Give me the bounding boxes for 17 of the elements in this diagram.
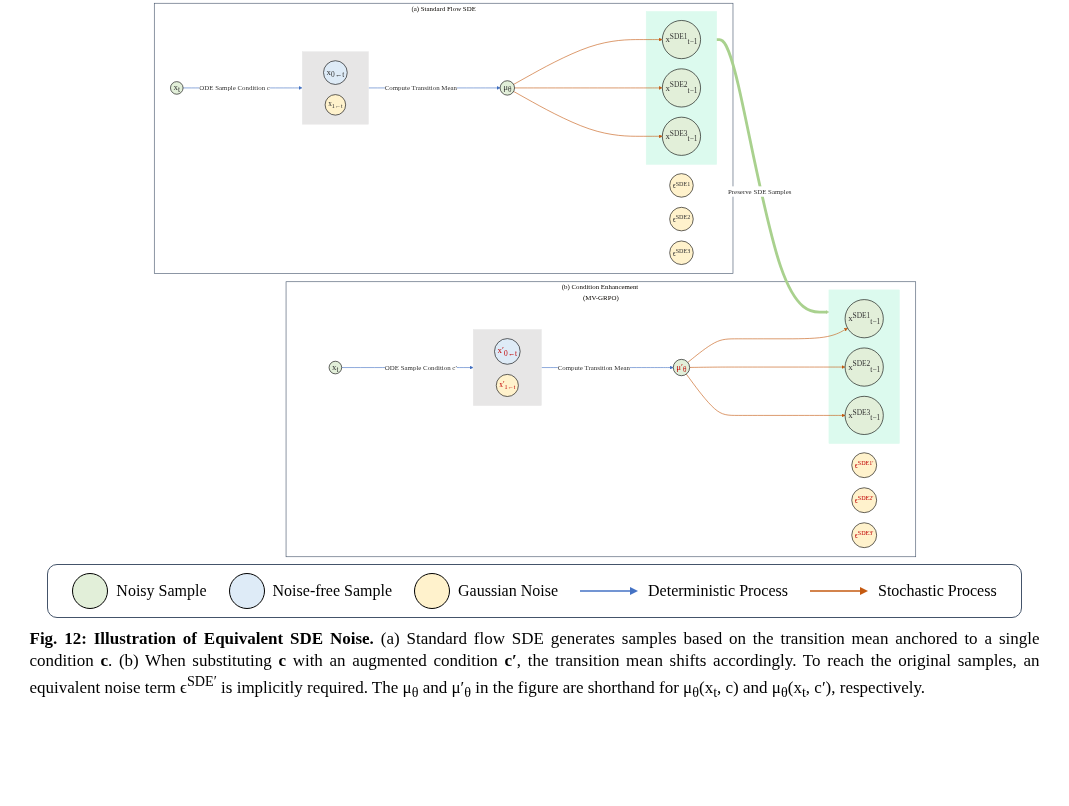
- node-circle: x′$_{0←t}$: [493, 338, 520, 365]
- cluster: [645, 11, 717, 165]
- legend-label: Noise-free Sample: [272, 582, 393, 600]
- legend-label: Noisy Sample: [116, 582, 207, 600]
- node-circle: μ$_{θ}$: [499, 80, 515, 96]
- legend-label: Gaussian Noise: [458, 582, 559, 600]
- node-circle: x$_{t}$: [169, 81, 183, 95]
- node-circle: μ′$_{θ}$: [672, 359, 690, 377]
- cluster: [828, 289, 900, 444]
- cluster: [472, 329, 542, 406]
- cluster: [301, 51, 369, 125]
- legend-label: Deterministic Process: [648, 582, 788, 600]
- arrow: [716, 38, 829, 314]
- node-circle: x$_{t}$: [328, 360, 342, 375]
- legend-label: Stochastic Process: [878, 582, 997, 600]
- node-circle: x$_{0←t}$: [322, 60, 348, 85]
- figure-caption: Fig. 12: Illustration of Equivalent SDE Noise. (a) Standard flow SDE generates samples based on the transition mean anchored to a single condition c. (b) When substituting c with an augmented condition c′, the transition mean shifts accordingly. To reach the original samples, an equivalent noise term ϵ$^{SDE′}$ is implicitly required. The μ$_{θ}$ and μ′$_{θ}$ in the figure are shorthand for μ$_{θ}$(x$_{t}$, c) and μ$_{θ}$(x$_{t}$, c′), respectively.: [29, 628, 1040, 702]
